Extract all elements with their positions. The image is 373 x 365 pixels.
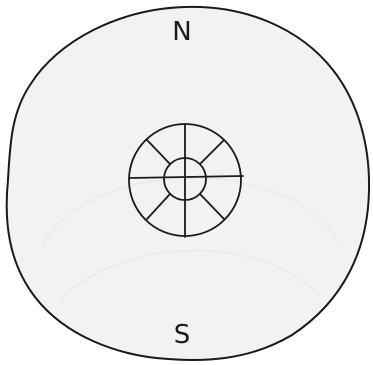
outer-boundary: [7, 7, 369, 360]
north-label: N: [172, 19, 191, 45]
south-label: S: [174, 322, 191, 348]
